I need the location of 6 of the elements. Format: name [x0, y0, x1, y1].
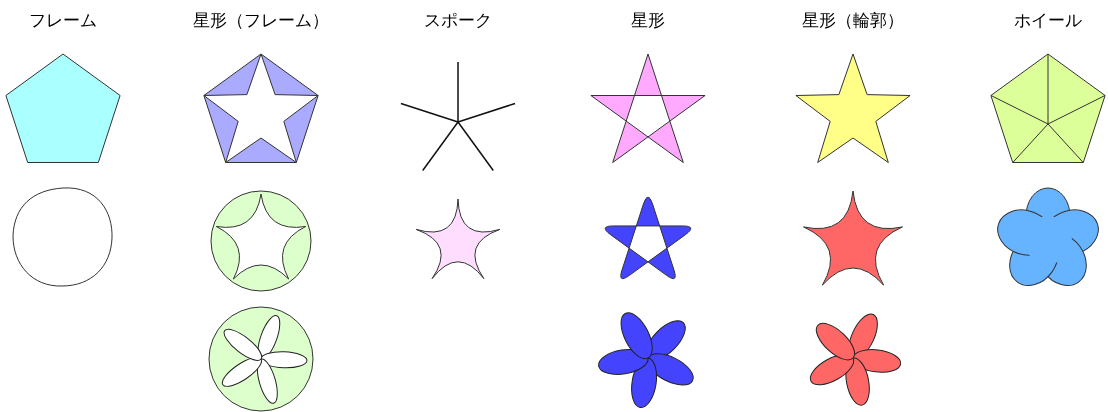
- column-heading: フレーム: [28, 9, 98, 32]
- column-heading: ホイール: [1013, 9, 1083, 32]
- column-heading: スポーク: [423, 9, 493, 32]
- column-heading: 星形: [630, 9, 666, 32]
- column-heading: 星形（フレーム）: [192, 9, 330, 32]
- column-heading: 星形（輪郭）: [801, 9, 905, 32]
